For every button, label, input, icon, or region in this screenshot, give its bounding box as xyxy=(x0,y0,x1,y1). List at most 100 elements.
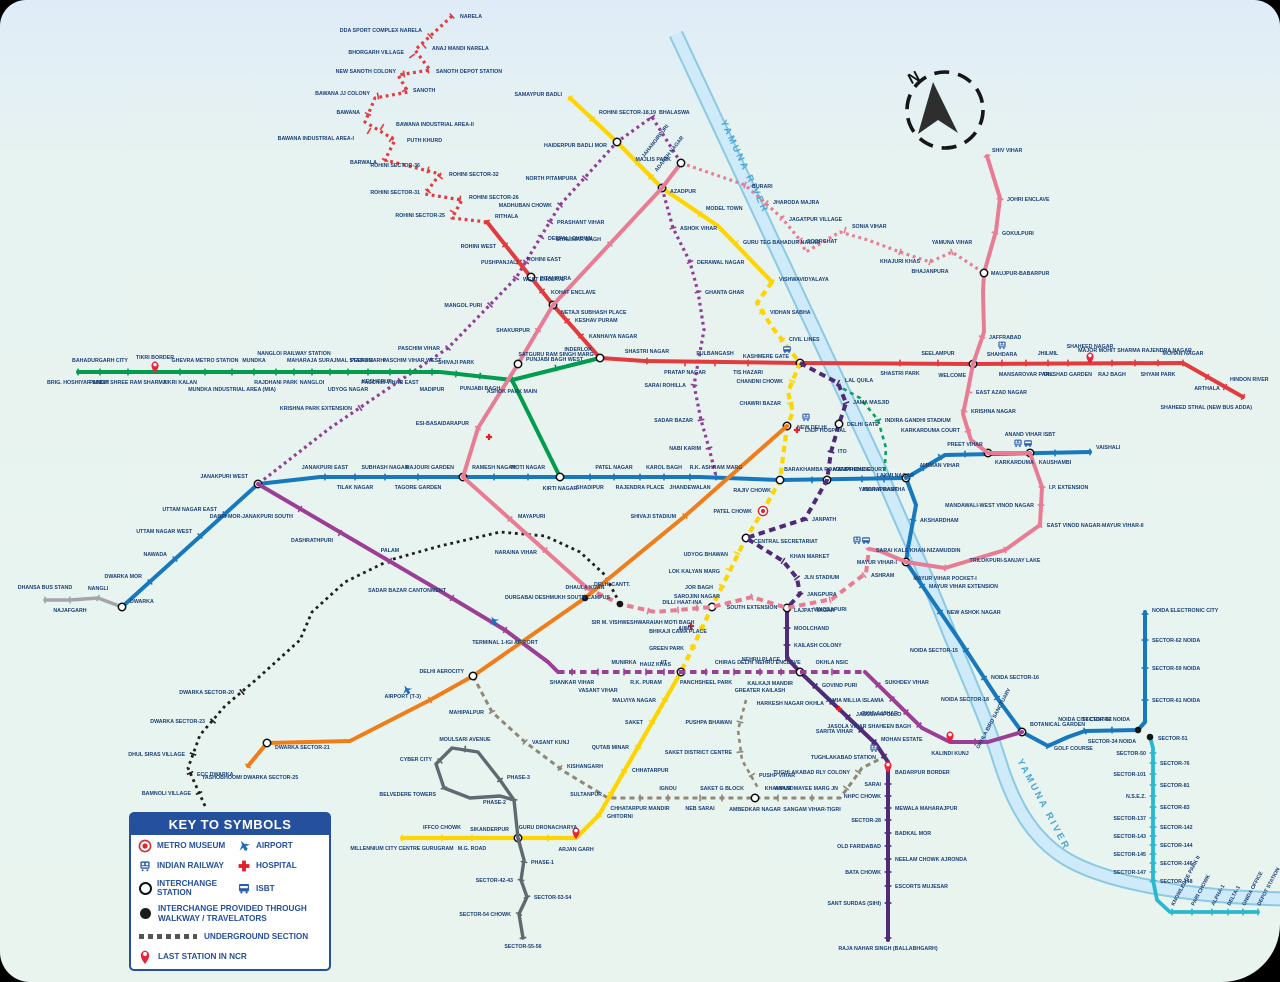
station-ghanta-ghar[interactable] xyxy=(694,290,702,294)
station-janpath[interactable] xyxy=(801,516,809,522)
station-adarsh-nagar[interactable] xyxy=(648,174,654,180)
station-sector-52-noida[interactable] xyxy=(1134,726,1142,734)
station-satguru-ram-singh-marg[interactable] xyxy=(554,364,558,372)
station-bamnoli-village[interactable] xyxy=(195,790,203,796)
station-chandni-chowk[interactable] xyxy=(788,378,796,384)
station-west-enclave[interactable] xyxy=(512,275,520,281)
station-phase-1[interactable] xyxy=(520,860,528,864)
station-hindon-river[interactable] xyxy=(1222,383,1228,391)
station-karkarduma-court[interactable] xyxy=(964,429,972,433)
station-anandmayee-marg-jn[interactable] xyxy=(842,785,850,791)
station-sarai-rohilla[interactable] xyxy=(690,383,698,387)
station-rohini-west[interactable] xyxy=(501,242,509,248)
station-arjan-garh-last-ncr-pin[interactable] xyxy=(572,827,580,839)
station-aiims[interactable] xyxy=(698,625,706,631)
station-udyog-bhawan[interactable] xyxy=(733,550,741,556)
station-tikri-border-last-ncr-pin[interactable] xyxy=(151,361,159,373)
station-sanoth-depot-station[interactable] xyxy=(426,66,430,74)
station-narela[interactable] xyxy=(449,12,455,20)
station-nirman-vihar[interactable] xyxy=(937,453,943,461)
station-jama-masjid[interactable] xyxy=(842,400,850,406)
station-tughlakabad-rly-colony[interactable] xyxy=(854,769,862,775)
station-nehru-place[interactable] xyxy=(783,656,791,662)
station-palam[interactable] xyxy=(387,557,393,565)
station-noida-sector-16[interactable] xyxy=(980,675,988,681)
station-ambedkar-nagar[interactable] xyxy=(750,793,760,803)
station-vidhan-sabha[interactable] xyxy=(758,309,766,315)
station-jor-bagh[interactable] xyxy=(718,583,726,589)
station-rajiv-chowk[interactable] xyxy=(775,475,785,485)
station-ito[interactable] xyxy=(827,450,835,454)
station-rohini-sector-26[interactable] xyxy=(458,195,462,203)
station-green-park[interactable] xyxy=(689,644,697,650)
station-jamia-millia-islamia[interactable] xyxy=(889,696,895,702)
station-dhul-siras-village[interactable] xyxy=(189,752,197,756)
station-south-extension[interactable] xyxy=(750,593,754,601)
station-sarai-kale-khan-nizamuddin[interactable] xyxy=(865,547,873,551)
station-mahipalpur[interactable] xyxy=(488,709,496,715)
station-bhorgarh-village[interactable] xyxy=(408,53,416,59)
station-lal-quila[interactable] xyxy=(835,379,841,387)
station-civil-lines[interactable] xyxy=(778,337,786,343)
station-jagatpur-village[interactable] xyxy=(779,214,785,222)
station-east-vinod-nagar-mayur-vihar-ii[interactable] xyxy=(1037,521,1043,529)
station-rohini-sector-32[interactable] xyxy=(436,174,444,180)
station-model-town[interactable] xyxy=(697,210,703,218)
station-maujpur-babarpur[interactable] xyxy=(979,268,989,278)
station-sadar-bazar-cantonment[interactable] xyxy=(449,594,455,602)
station-new-sanoth-colony[interactable] xyxy=(402,70,406,78)
station-rithala[interactable] xyxy=(483,219,491,225)
station-prashant-vihar[interactable] xyxy=(546,219,554,225)
station-kalindi-kunj-last-ncr-pin[interactable] xyxy=(946,731,954,743)
station-ashok-vihar[interactable] xyxy=(669,226,677,230)
station-sector-54-chowk[interactable] xyxy=(515,911,523,917)
station-akshardham[interactable] xyxy=(909,518,917,522)
station-majlis-park[interactable] xyxy=(676,158,686,168)
station-jharoda-majra[interactable] xyxy=(763,199,769,207)
station-haiderpur-badli-mor[interactable] xyxy=(612,137,622,147)
station-punjabi-bagh[interactable] xyxy=(478,372,482,380)
station-qutab-minar[interactable] xyxy=(634,744,642,750)
station-pitampura[interactable] xyxy=(526,272,536,282)
station-malviya-nagar[interactable] xyxy=(661,697,669,703)
station-noida-sector-15[interactable] xyxy=(962,647,970,653)
station-phase-2[interactable] xyxy=(510,798,518,802)
station-east-azad-nagar[interactable] xyxy=(965,390,973,394)
station-ghitorni[interactable] xyxy=(595,812,603,818)
station-sector-55-56[interactable] xyxy=(519,936,527,940)
station-madhuban-chowk[interactable] xyxy=(556,202,564,208)
station-vishwavidyalaya[interactable] xyxy=(768,279,776,285)
station-vinobapuri[interactable] xyxy=(828,596,832,604)
station-sukhdev-vihar[interactable] xyxy=(875,682,881,688)
station-laxmi-nagar[interactable] xyxy=(919,464,925,472)
station-sector-53-54[interactable] xyxy=(523,895,531,899)
station-guru-teg-bahadur-nagar[interactable] xyxy=(732,240,740,246)
station-deepali-chowk[interactable] xyxy=(537,234,545,240)
station-okhla-vihar[interactable] xyxy=(903,709,909,715)
station-lok-kalyan-marg[interactable] xyxy=(725,567,733,573)
station-golf-course[interactable] xyxy=(1045,742,1051,750)
station-dwarka-sector-21[interactable] xyxy=(262,738,272,748)
station-jasola-apollo[interactable] xyxy=(845,713,851,721)
station-mangol-puri[interactable] xyxy=(487,302,493,308)
station-shivaji-park[interactable] xyxy=(454,370,458,378)
station-bhikaji-cama-place[interactable] xyxy=(676,606,680,614)
station-govind-puri[interactable] xyxy=(812,682,818,690)
station-dwarka-sector-20[interactable] xyxy=(239,688,245,696)
station-noida-city-centre[interactable] xyxy=(1083,727,1087,735)
station-sarojini-nagar[interactable] xyxy=(695,604,699,612)
station-saket-district-centre[interactable] xyxy=(736,750,744,754)
station-trilokpuri-sanjay-lake[interactable] xyxy=(1003,546,1007,554)
station-jahangirpuri[interactable] xyxy=(635,160,641,166)
station-mayur-vihar-pocket-i[interactable] xyxy=(943,564,947,572)
station-pushpanjali[interactable] xyxy=(522,259,530,265)
station-bawana[interactable] xyxy=(364,111,372,117)
station-kohat-enclave[interactable] xyxy=(538,288,546,294)
station-sir-m-vishweshwaraiah-moti-bagh[interactable] xyxy=(646,607,650,615)
station-nabi-karim[interactable] xyxy=(705,446,713,450)
station-krishna-nagar[interactable] xyxy=(960,409,968,413)
station-nangli[interactable] xyxy=(96,594,100,602)
station-sultanpur[interactable] xyxy=(607,791,615,797)
station-keshav-puram[interactable] xyxy=(563,318,571,324)
station-mayapuri[interactable] xyxy=(507,515,513,523)
